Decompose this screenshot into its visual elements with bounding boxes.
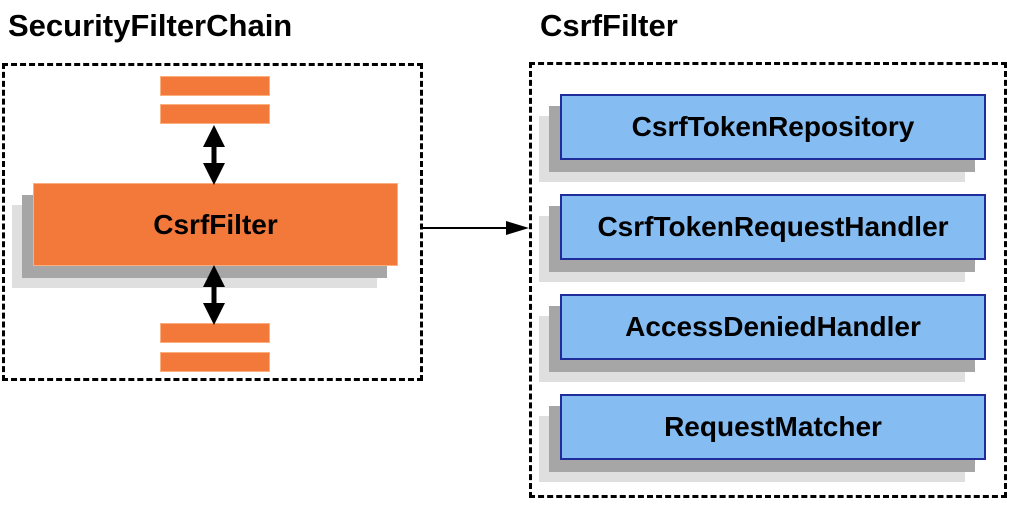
- csrf-filter-node-face: CsrfFilter: [33, 183, 398, 266]
- component-label: CsrfTokenRequestHandler: [597, 211, 949, 242]
- component-face: CsrfTokenRequestHandler: [560, 194, 986, 260]
- component-box-access-denied-handler: AccessDeniedHandler: [539, 294, 986, 382]
- component-face: RequestMatcher: [560, 394, 986, 460]
- csrf-filter-components-panel: [529, 62, 1007, 498]
- component-label: RequestMatcher: [664, 411, 882, 442]
- component-label: CsrfTokenRepository: [631, 111, 915, 142]
- chain-filter-bar: [160, 76, 270, 96]
- right-panel-title: CsrfFilter: [540, 8, 678, 43]
- chain-filter-bar: [160, 323, 270, 343]
- security-filter-chain-panel: [2, 63, 423, 381]
- component-face: AccessDeniedHandler: [560, 294, 986, 360]
- component-label: AccessDeniedHandler: [625, 311, 921, 342]
- csrf-filter-node: CsrfFilter: [12, 183, 398, 288]
- chain-filter-bar: [160, 352, 270, 372]
- component-box-request-matcher: RequestMatcher: [539, 394, 986, 482]
- csrf-filter-node-label: CsrfFilter: [153, 208, 278, 240]
- component-face: CsrfTokenRepository: [560, 94, 986, 160]
- left-panel-title: SecurityFilterChain: [8, 8, 293, 43]
- component-box-csrf-token-request-handler: CsrfTokenRequestHandler: [539, 194, 986, 282]
- chain-filter-bar: [160, 104, 270, 124]
- flow-arrow-icon: [423, 221, 529, 235]
- component-box-csrf-token-repository: CsrfTokenRepository: [539, 94, 986, 182]
